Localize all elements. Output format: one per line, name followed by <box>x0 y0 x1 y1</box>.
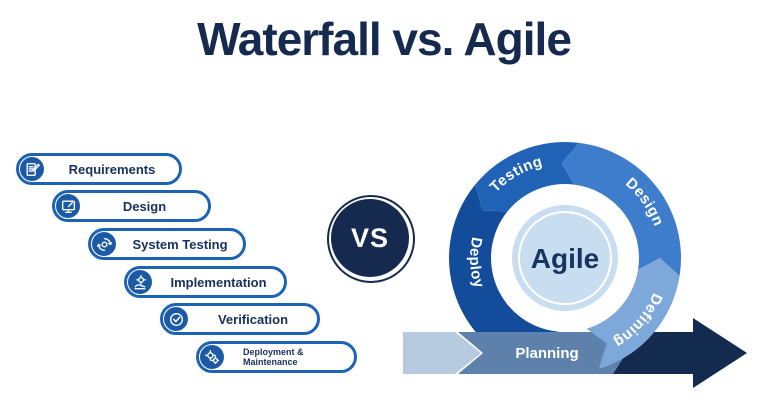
waterfall-step-verification: Verification <box>160 303 320 335</box>
vs-outer-ring <box>327 195 415 283</box>
step-label: Verification <box>217 311 289 327</box>
requirements-icon <box>20 157 44 181</box>
agile-label-deploy: Deploy <box>466 236 488 290</box>
page-title: Waterfall vs. Agile <box>197 13 572 65</box>
vs-badge: VS <box>327 195 417 285</box>
waterfall-step-design: Design <box>52 190 211 222</box>
agile-label-planning: Planning <box>515 345 578 362</box>
agile-center-label: Agile <box>531 243 599 274</box>
agile-segment-deploy <box>449 185 559 374</box>
agile-center-ring <box>518 211 612 305</box>
waterfall-step-requirements: Requirements <box>16 153 182 185</box>
waterfall-step-implementation: Implementation <box>124 266 287 298</box>
agile-segment-defining <box>586 258 680 369</box>
deployment-maintenance-icon <box>200 345 224 369</box>
waterfall-step-deployment-maintenance: Deployment & Maintenance <box>196 341 357 373</box>
step-label: Implementation <box>170 274 267 290</box>
step-label: System Testing <box>132 236 228 252</box>
agile-segment-testing <box>474 142 580 212</box>
vs-label: VS <box>331 199 409 277</box>
planning-arrow-tail <box>403 332 481 374</box>
agile-center-circle <box>512 205 618 311</box>
waterfall-step-system-testing: System Testing <box>88 228 246 260</box>
implementation-icon <box>128 270 152 294</box>
agile-segment-design <box>561 142 682 277</box>
step-label: Deployment & Maintenance <box>243 346 304 367</box>
agile-cycle-diagram: Agile Testing Design Defining Deploy Pla… <box>403 142 747 388</box>
step-label: Design <box>122 198 167 214</box>
verification-icon <box>164 307 188 331</box>
design-icon <box>56 194 80 218</box>
agile-segment-planning <box>458 332 640 374</box>
step-label: Requirements <box>68 161 156 177</box>
system-testing-icon <box>92 232 116 256</box>
